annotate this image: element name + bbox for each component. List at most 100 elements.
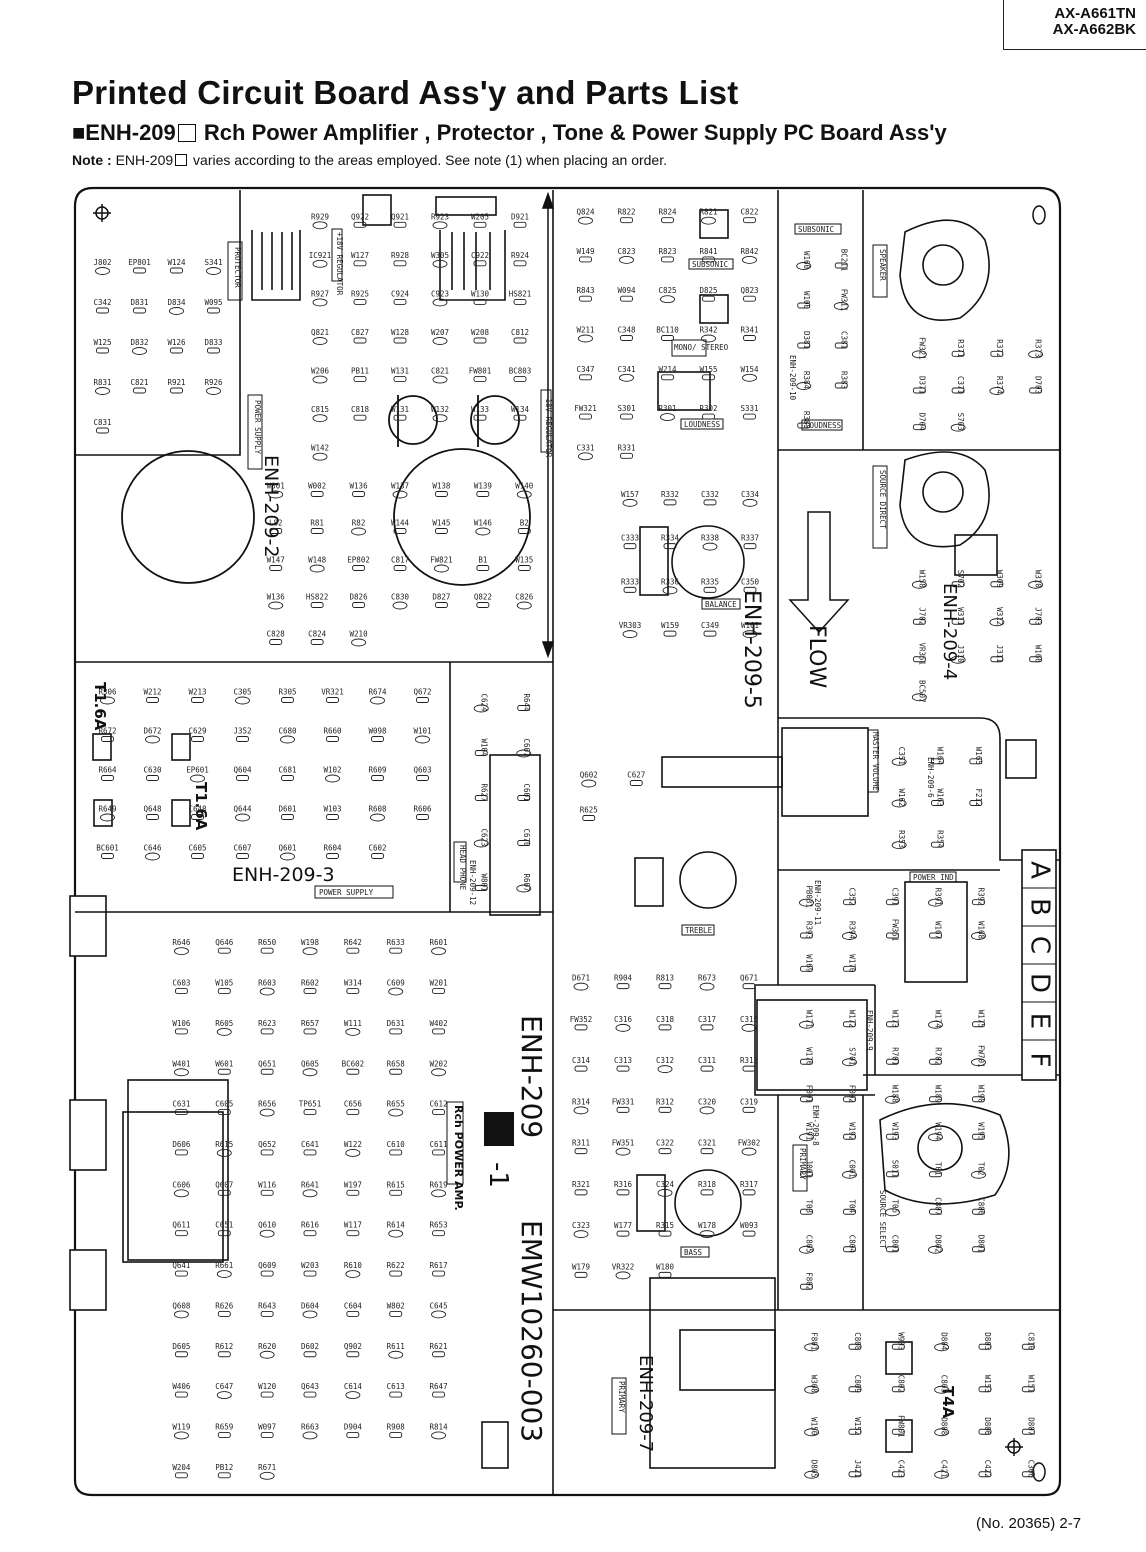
component-marker: R647 <box>430 1382 448 1398</box>
part-designator: R312 <box>656 1097 674 1106</box>
component-marker: W191 <box>799 1122 814 1142</box>
part-designator: FW701 <box>977 1045 986 1068</box>
part-designator: R633 <box>387 938 405 947</box>
part-designator: C826 <box>515 593 534 602</box>
component-marker: R305 <box>278 688 297 703</box>
part-designator: W158 <box>917 570 926 589</box>
component-marker: Q824 <box>576 208 595 225</box>
component-marker: R814 <box>430 1422 448 1440</box>
component-marker: C627 <box>627 771 645 786</box>
part-designator: R627 <box>479 783 488 801</box>
edge-letter: E <box>1025 1013 1055 1029</box>
label-primary: PRIMARY <box>617 1381 626 1413</box>
component-marker: R302 <box>699 404 718 420</box>
component-marker: W305 <box>431 251 449 268</box>
part-designator: Q671 <box>740 974 758 983</box>
part-designator: R702 <box>934 1047 943 1065</box>
component-marker: C421 <box>934 1460 950 1479</box>
component-marker: J802 <box>93 258 112 275</box>
component-marker: Q601 <box>278 844 297 861</box>
part-designator: S701 <box>848 1047 857 1065</box>
component-marker: W178 <box>698 1221 717 1239</box>
part-designator: C421 <box>940 1460 949 1478</box>
component-marker: R823 <box>658 247 677 263</box>
part-designator: R372 <box>995 339 1004 357</box>
component-marker: D381 <box>797 331 811 349</box>
component-marker: C312 <box>656 1056 674 1074</box>
part-designator: FW352 <box>570 1015 593 1024</box>
label-mono-stereo: MONO/ STEREO <box>674 343 729 352</box>
board-label-enh-209-2: ENH-209-2 <box>260 455 282 558</box>
part-designator: C822 <box>740 208 758 217</box>
part-designator: R621 <box>430 1342 448 1351</box>
component-marker: J702 <box>912 607 926 625</box>
component-marker: EP601 <box>186 766 209 783</box>
switches <box>657 209 1037 1205</box>
part-designator: W173 <box>891 1010 900 1028</box>
component-marker: FW351 <box>612 1139 634 1156</box>
component-marker: W160 <box>796 251 812 270</box>
component-marker: C828 <box>267 630 285 645</box>
board-notch <box>69 1099 107 1171</box>
board-label-enh-209-5: ENH-209-5 <box>739 590 764 709</box>
component-marker: C422 <box>978 1460 992 1478</box>
part-designator: W162 <box>897 788 906 806</box>
component-marker: C646 <box>143 844 162 861</box>
part-designator: C333 <box>621 534 639 543</box>
component-marker: R622 <box>387 1261 405 1277</box>
part-designator: R81 <box>310 519 324 528</box>
subtitle-description: Rch Power Amplifier , Protector , Tone &… <box>203 120 947 145</box>
component-marker: C651 <box>215 1221 233 1237</box>
part-designator: R601 <box>430 938 448 947</box>
component-marker: R337 <box>741 534 759 550</box>
part-designator: W146 <box>474 519 493 528</box>
component-marker: C332 <box>701 490 719 506</box>
component-marker: R653 <box>430 1221 448 1237</box>
part-designator: C821 <box>431 367 449 376</box>
part-designator: F001 <box>805 1085 814 1103</box>
component-marker: C334 <box>741 490 760 507</box>
part-designator: R649 <box>98 805 116 814</box>
part-designator: C641 <box>301 1140 319 1149</box>
part-designator: C348 <box>617 326 636 335</box>
part-designator: W161 <box>741 621 759 630</box>
part-designator: C423 <box>896 1460 905 1478</box>
component-marker: R610 <box>344 1261 362 1278</box>
part-designator: BC507 <box>917 680 926 703</box>
component-marker: C825 <box>658 286 677 304</box>
part-designator: W206 <box>311 367 330 376</box>
part-designator: R604 <box>323 844 342 853</box>
component-marker: C641 <box>301 1140 319 1156</box>
component-marker: BC211 <box>834 249 848 271</box>
part-designator: C324 <box>656 1180 675 1189</box>
component-marker: C822 <box>740 208 759 224</box>
part-designator: D827 <box>432 593 450 602</box>
part-designator: W213 <box>188 688 206 697</box>
component-marker: Q652 <box>258 1140 276 1156</box>
part-designator: W132 <box>431 405 449 414</box>
part-designator: W116 <box>258 1180 277 1189</box>
part-designator: D803 <box>983 1332 992 1350</box>
component-marker: W192 <box>843 1122 857 1140</box>
part-designator: R625 <box>580 806 598 815</box>
component-marker: R625 <box>580 806 598 821</box>
component-marker: R643 <box>258 1301 276 1317</box>
part-designator: TP651 <box>299 1100 322 1109</box>
component-marker: W001 <box>267 482 285 499</box>
component-marker: C311 <box>698 1056 716 1072</box>
component-marker: IC921 <box>309 251 331 268</box>
part-designator: S011 <box>891 1160 900 1178</box>
subtitle-board-id: ENH-209 <box>85 120 176 145</box>
part-designator: R616 <box>301 1221 320 1230</box>
component-marker: R623 <box>258 1019 276 1035</box>
component-marker: F001 <box>800 1085 814 1103</box>
component-marker: C318 <box>656 1015 675 1031</box>
component-marker: Q605 <box>301 1059 319 1077</box>
part-designator: S341 <box>204 258 222 267</box>
component-marker: R394 <box>842 921 857 940</box>
component-marker: R605 <box>215 1019 233 1036</box>
part-designator: C612 <box>430 1100 448 1109</box>
component-marker: C823 <box>617 247 636 264</box>
part-designator: R842 <box>740 247 758 256</box>
label-loudness: LOUDNESS <box>805 421 842 430</box>
